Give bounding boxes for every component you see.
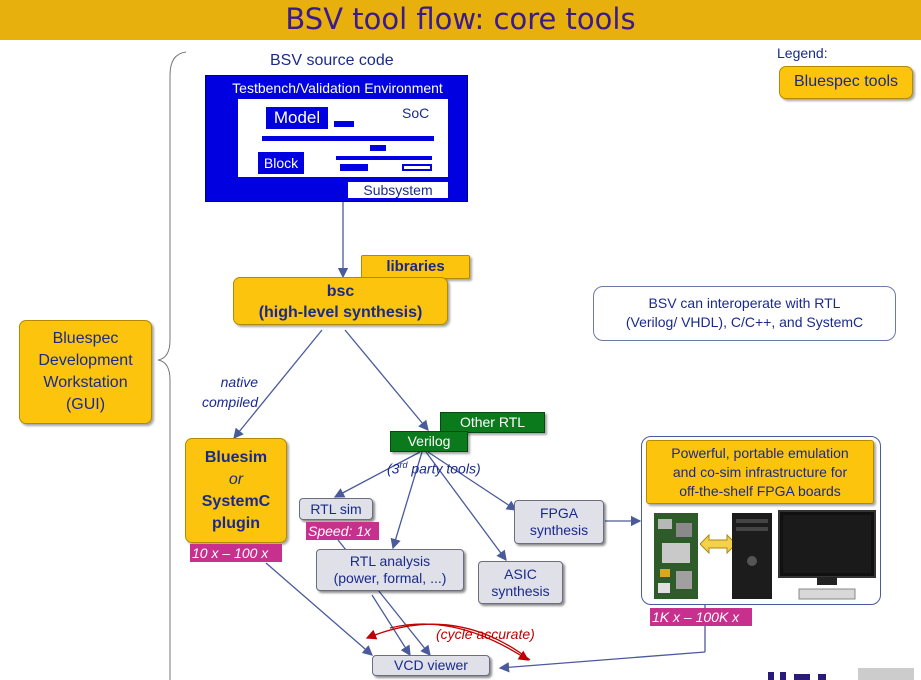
libraries-box: libraries [361,255,470,279]
fpga-line-2: synthesis [529,522,589,538]
emulation-line-3: off-the-shelf FPGA boards [679,483,841,499]
workstation-box: Bluespec Development Workstation (GUI) [19,320,152,424]
arrow-emulation-to-vcd-h [498,651,706,673]
interop-line-2: (Verilog/ VHDL), C/C++, and SystemC [625,314,864,330]
third-party-suffix: party tools) [407,460,481,477]
soc-bus-3 [370,145,386,151]
bsc-title: bsc [326,283,355,300]
third-party-prefix: (3 [387,460,400,477]
slide-title: BSV tool flow: core tools [0,0,921,40]
testbench-label: Testbench/Validation Environment [232,80,443,96]
bidirectional-arrow-icon [700,533,736,555]
rtl-analysis-box: RTL analysis (power, formal, ...) [316,549,464,591]
soc-bus-1 [334,121,354,127]
asic-line-2: synthesis [491,583,550,599]
workstation-line-1: Bluespec [52,330,119,347]
asic-line-1: ASIC [504,566,537,582]
native-line-2: compiled [201,394,258,410]
fpga-line-1: FPGA [539,505,579,521]
asic-synthesis-box: ASIC synthesis [478,561,563,604]
workstation-line-2: Development [38,352,133,369]
bluesim-speed-badge: 10 x – 100 x [190,544,282,562]
workstation-brace [157,51,187,680]
emulation-panel: Powerful, portable emulation and co-sim … [641,436,881,605]
soc-bus-4 [336,156,432,160]
rtl-analysis-line-1: RTL analysis [349,553,431,569]
emulation-line-2: and co-sim infrastructure for [672,464,848,480]
block-block: Block [258,152,304,174]
arrow-verilog-to-asic [425,451,507,562]
workstation-line-3: Workstation [43,374,128,391]
bluesim-systemc: SystemC [201,493,271,510]
pc-tower-image [732,513,772,599]
bsc-box: bsc (high-level synthesis) [233,277,448,325]
arrow-bluesim-to-vcd [265,562,373,656]
arrow-verilog-to-fpga [427,451,518,511]
soc-bus-2 [262,136,434,141]
native-compiled-label: native compiled [183,372,258,412]
bsc-subtitle: (high-level synthesis) [258,304,423,321]
arrow-bsc-to-bluesim [233,329,323,440]
third-party-sup: rd [399,460,408,470]
rtl-analysis-line-2: (power, formal, ...) [333,570,447,586]
bluesim-title: Bluesim [204,449,268,466]
vcd-viewer-box: VCD viewer [372,655,490,676]
soc-sub-1 [340,164,368,171]
fpga-synthesis-box: FPGA synthesis [514,500,604,544]
native-line-1: native [220,374,258,390]
rtl-sim-box: RTL sim [299,498,373,520]
emulation-speed-badge: 1K x – 100K x [650,608,752,626]
cycle-accurate-arc [365,623,531,661]
arrow-verilog-to-rtlsim [333,451,421,498]
workstation-line-4: (GUI) [65,396,106,413]
source-box: Testbench/Validation Environment Model S… [205,75,468,202]
subsystem-label: Subsystem [348,182,448,198]
rtl-sim-speed-badge: Speed: 1x [306,522,379,540]
cycle-accurate-label: (cycle accurate) [436,626,535,642]
verilog-box: Verilog [390,431,468,452]
soc-sub-2 [402,164,432,171]
interop-note: BSV can interoperate with RTL (Verilog/ … [593,286,896,341]
arrow-analysis-to-vcd [371,594,411,657]
third-party-label: (3rd party tools) [387,460,481,477]
emulation-line-1: Powerful, portable emulation [671,445,849,461]
legend-bluespec-tools: Bluespec tools [779,66,913,99]
arrow-bsc-to-verilog [344,329,429,432]
bluesim-box: Bluesim or SystemC plugin [185,438,287,543]
bluesim-plugin: plugin [212,515,260,532]
bluespec-logo [764,664,921,680]
soc-label: SoC [402,105,430,121]
bluesim-or: or [228,471,244,488]
model-block: Model [266,107,328,129]
soc-panel: Model SoC Block [238,99,448,177]
cycle-accurate-arc-2 [389,623,530,661]
emulation-description: Powerful, portable emulation and co-sim … [646,440,874,504]
other-rtl-box: Other RTL [440,412,545,433]
fpga-board-image [654,513,698,599]
arrow-verilog-to-analysis [390,451,423,550]
source-label: BSV source code [270,52,394,69]
monitor-image [778,510,876,600]
interop-line-1: BSV can interoperate with RTL [648,295,841,311]
legend-label: Legend: [777,45,828,61]
